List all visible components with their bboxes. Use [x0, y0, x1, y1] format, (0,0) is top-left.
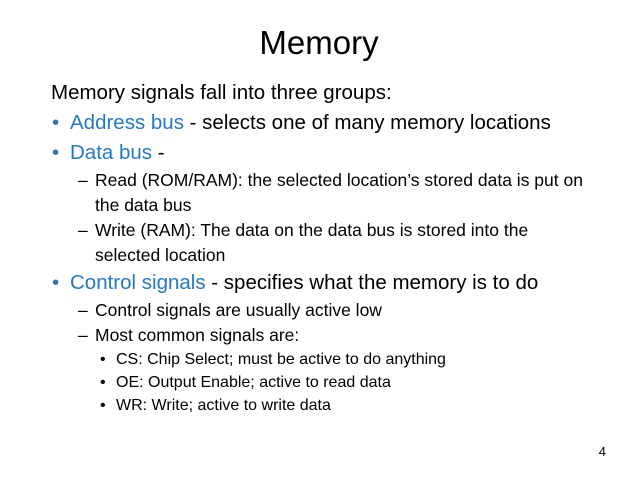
- list-item: • CS: Chip Select; must be active to do …: [50, 348, 595, 371]
- bullet-icon: •: [100, 397, 106, 414]
- bullet-icon: •: [100, 351, 106, 368]
- list-item-text: CS: Chip Select; must be active to do an…: [116, 351, 446, 368]
- list-item-text: Control signals are usually active low: [95, 300, 382, 320]
- list-item-text: - selects one of many memory locations: [183, 111, 551, 134]
- dash-icon: –: [78, 220, 88, 240]
- list-item-text: WR: Write; active to write data: [116, 397, 331, 414]
- dash-icon: –: [78, 300, 88, 320]
- list-item: – Write (RAM): The data on the data bus …: [50, 218, 595, 268]
- page-number: 4: [598, 444, 606, 459]
- list-item: – Control signals are usually active low: [50, 298, 595, 323]
- list-item: • Control signals - specifies what the m…: [50, 268, 595, 298]
- list-item-text: OE: Output Enable; active to read data: [116, 374, 391, 391]
- list-item: • Address bus - selects one of many memo…: [50, 108, 595, 138]
- list-item-highlight: Data bus: [70, 141, 153, 164]
- slide-body: Memory signals fall into three groups: •…: [50, 78, 595, 417]
- list-item: – Read (ROM/RAM): the selected location’…: [50, 168, 595, 218]
- bullet-icon: •: [52, 111, 60, 134]
- list-item-text: Most common signals are:: [95, 325, 300, 345]
- page-title: Memory: [259, 24, 379, 61]
- intro-text: Memory signals fall into three groups:: [51, 81, 392, 104]
- list-item-highlight: Control signals: [70, 271, 206, 294]
- list-item-text: Write (RAM): The data on the data bus is…: [95, 220, 529, 265]
- list-item-text: -: [152, 141, 165, 164]
- dash-icon: –: [78, 170, 88, 190]
- list-item: • WR: Write; active to write data: [50, 394, 595, 417]
- list-item: • Data bus -: [50, 138, 595, 168]
- list-item-text: - specifies what the memory is to do: [205, 271, 539, 294]
- bullet-icon: •: [100, 374, 106, 391]
- dash-icon: –: [78, 325, 88, 345]
- list-item-highlight: Address bus: [70, 111, 184, 134]
- list-item: – Most common signals are:: [50, 323, 595, 348]
- bullet-icon: •: [52, 141, 60, 164]
- list-item-text: Read (ROM/RAM): the selected location’s …: [95, 170, 583, 215]
- bullet-icon: •: [52, 271, 60, 294]
- list-item: • OE: Output Enable; active to read data: [50, 371, 595, 394]
